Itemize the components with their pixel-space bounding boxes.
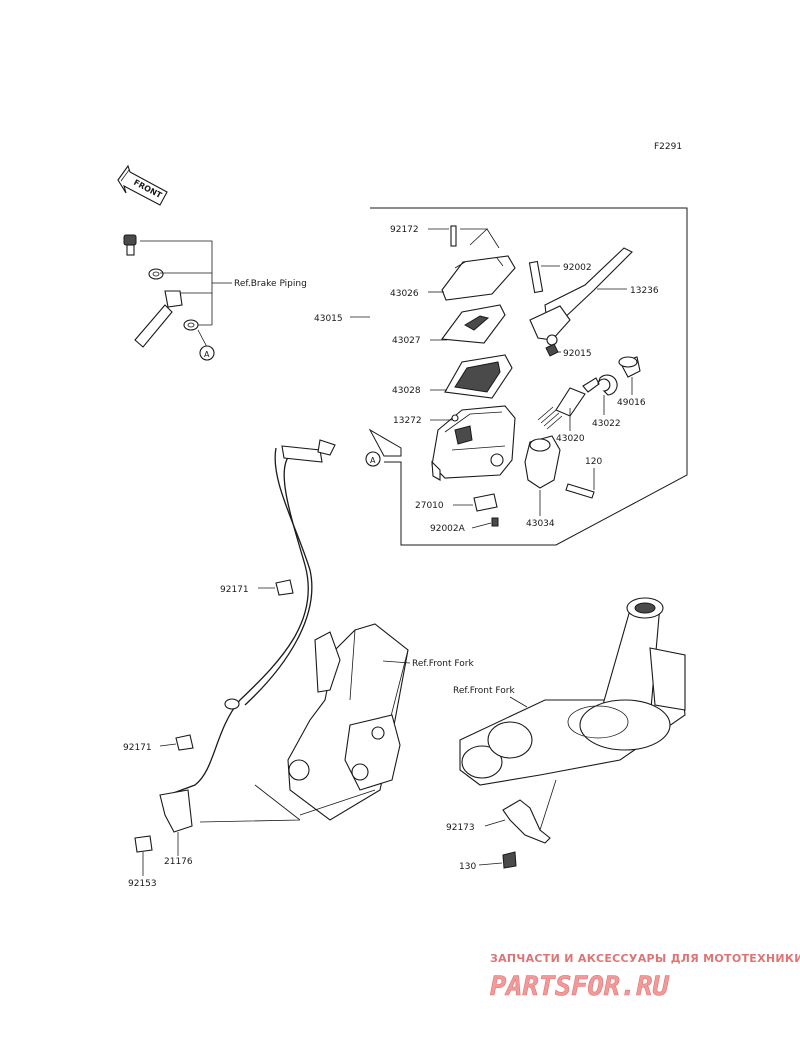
abs-sensor-wire <box>134 439 336 853</box>
screw-92172-icon <box>450 225 457 247</box>
watermark-brand: PARTSFOR.RU <box>490 971 670 1002</box>
washer-icon-2 <box>183 319 199 331</box>
banjo-bolt-shank <box>126 244 135 256</box>
master-cylinder-body-icon <box>431 405 516 481</box>
reservoir-cap-parts <box>440 225 516 399</box>
callout-a-circle-1 <box>199 345 215 361</box>
label-92171-lower: 92171 <box>123 743 152 753</box>
label-92172: 92172 <box>390 225 419 235</box>
circlip-43022-icon <box>597 374 618 396</box>
callout-a-circle-2 <box>365 451 381 467</box>
wire-connector-icon <box>281 445 323 463</box>
assembly-frame <box>368 207 688 546</box>
label-92002A: 92002A <box>430 524 466 534</box>
callout-a-label-2: A <box>370 456 376 465</box>
switch-27010-icon <box>473 493 498 512</box>
bolt-130-icon <box>502 851 517 869</box>
clamp-92171-lower-icon <box>175 734 194 751</box>
bolt-120-icon <box>565 483 595 499</box>
banjo-fitting-icon <box>164 290 183 308</box>
label-27010: 27010 <box>415 501 444 511</box>
label-92015: 92015 <box>563 349 592 359</box>
screw-92002a-icon <box>491 517 499 527</box>
label-43028: 43028 <box>392 386 421 396</box>
label-21176: 21176 <box>164 857 193 867</box>
label-43026: 43026 <box>390 289 419 299</box>
brake-lever-icon <box>529 247 633 346</box>
front-fork-lower-icon <box>199 623 409 823</box>
label-13272: 13272 <box>393 416 422 426</box>
washer-icon-1 <box>148 268 164 280</box>
label-43027: 43027 <box>392 336 421 346</box>
label-130: 130 <box>459 862 476 872</box>
nut-92015-icon <box>545 343 559 357</box>
label-92153: 92153 <box>128 879 157 889</box>
diagram-id-label: F2291 <box>654 142 682 152</box>
label-120: 120 <box>585 457 602 467</box>
ref-brake-piping-label: Ref.Brake Piping <box>234 279 307 289</box>
label-49016: 49016 <box>617 398 646 408</box>
label-92002: 92002 <box>563 263 592 273</box>
label-43015: 43015 <box>314 314 343 324</box>
bracket-92173-icon <box>502 799 551 844</box>
clamp-holder-icon <box>524 435 595 499</box>
banjo-bolt-icon <box>123 234 137 246</box>
reservoir-cap-icon <box>441 255 516 301</box>
piston-spring-icon <box>537 377 600 430</box>
label-92173: 92173 <box>446 823 475 833</box>
brake-hose-end-icon <box>134 304 173 348</box>
watermark-tagline: ЗАПЧАСТИ И АКСЕССУАРЫ ДЛЯ МОТОТЕХНИКИ <box>490 952 800 965</box>
label-43020: 43020 <box>556 434 585 444</box>
label-43022: 43022 <box>592 419 621 429</box>
ref-front-fork-label-2: Ref.Front Fork <box>453 686 515 696</box>
pivot-bolt-92002-icon <box>528 260 544 294</box>
label-92171-upper: 92171 <box>220 585 249 595</box>
diaphragm-inner <box>454 361 501 393</box>
bolt-92153-icon <box>134 835 153 853</box>
cap-plate-window <box>464 315 490 331</box>
steering-stem-icon <box>459 597 686 786</box>
clamp-92171-upper-icon <box>275 579 294 596</box>
ref-front-fork-label-1: Ref.Front Fork <box>412 659 474 669</box>
front-arrow-icon: FRONT <box>117 164 168 206</box>
brake-piping-parts: A <box>123 234 232 361</box>
wheel-sensor-21176-icon <box>159 789 193 833</box>
label-43034: 43034 <box>526 519 555 529</box>
label-13236: 13236 <box>630 286 659 296</box>
callout-a-label-1: A <box>204 350 210 359</box>
